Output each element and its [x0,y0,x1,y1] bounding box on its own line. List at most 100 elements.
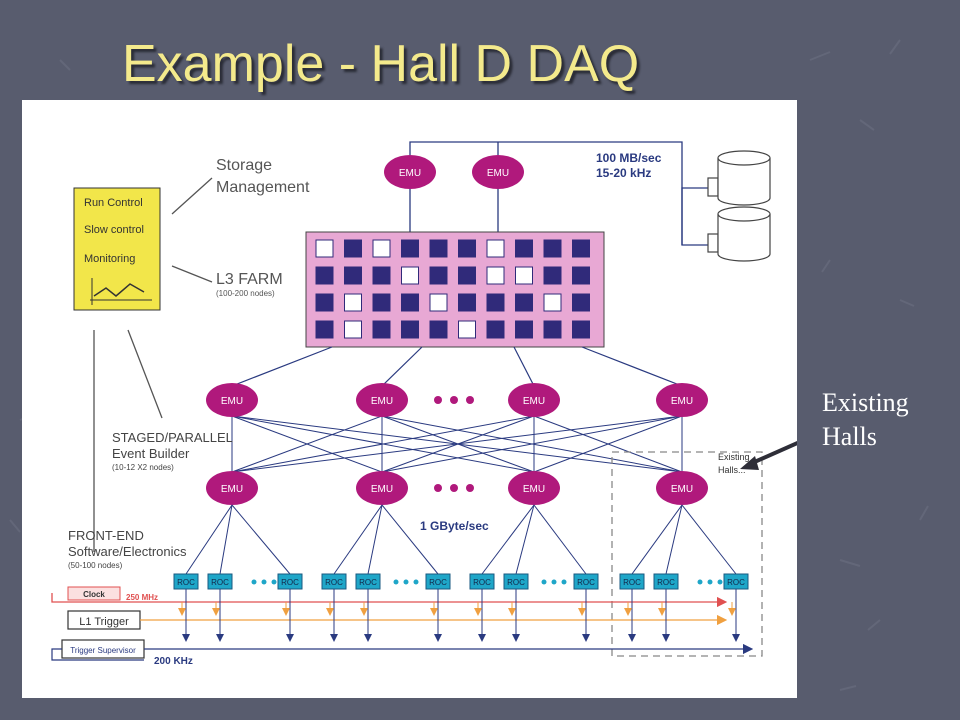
roc-box: ROC [277,573,303,590]
svg-text:ROC: ROC [473,578,491,587]
eb-emu-upper-1: EMU [206,383,258,417]
top-emu-1: EMU [384,155,436,189]
trigger-supervisor-box: Trigger Supervisor [61,639,145,659]
farm-node [515,320,533,339]
roc-box: ROC [207,573,233,590]
fe-nodes: (50-100 nodes) [68,561,123,570]
farm-node [344,320,362,339]
farm-node [458,320,476,339]
eb-label-1: STAGED/PARALLEL [112,430,233,445]
svg-text:EMU: EMU [399,168,421,179]
roc-box: ROC [425,573,451,590]
roc-box: ROC [653,573,679,590]
clock-rate: 250 MHz [126,593,158,602]
roc-box: ROC [723,573,749,590]
farm-node [344,239,362,258]
monitoring-chart-icon [90,278,152,305]
eb-nodes: (10-12 X2 nodes) [112,463,174,472]
fe-label-1: FRONT-END [68,528,144,543]
l3-farm-nodes: (100-200 nodes) [216,289,275,298]
roc-fanout [185,504,737,575]
svg-text:ROC: ROC [577,578,595,587]
farm-links [231,346,683,387]
control-panel: Run Control Slow control Monitoring [73,187,161,311]
farm-node [401,293,419,312]
farm-node [344,293,362,312]
management-label: Management [216,179,310,196]
trigger-rate: 200 KHz [154,656,193,667]
farm-node [429,239,448,258]
roc-row: ROC ROC ROC ROC ROC ROC ROC ROC ROC ROC ROC ROC [173,573,749,590]
roc-box: ROC [321,573,347,590]
svg-text:ROC: ROC [623,578,641,587]
svg-text:EMU: EMU [523,484,545,495]
farm-node [315,320,334,339]
farm-node [543,239,562,258]
l1-trigger-box: L1 Trigger [67,610,141,630]
svg-text:Trigger Supervisor: Trigger Supervisor [70,646,136,655]
svg-text:EMU: EMU [371,484,393,495]
farm-node [372,266,391,285]
svg-text:Clock: Clock [83,590,105,599]
farm-node [344,266,362,285]
svg-text:ROC: ROC [727,578,745,587]
l3-farm-label: L3 FARM [216,271,283,288]
farm-node [315,266,334,285]
roc-box: ROC [173,573,199,590]
farm-node [486,266,505,285]
existing-halls-label-2: Halls... [718,465,746,475]
farm-node [572,293,590,312]
farm-node [543,320,562,339]
clock-box: Clock [67,586,121,601]
run-control-label: Run Control [84,197,143,209]
eb-label-2: Event Builder [112,446,190,461]
svg-text:EMU: EMU [221,396,243,407]
svg-text:ROC: ROC [325,578,343,587]
svg-text:ROC: ROC [507,578,525,587]
farm-node [486,293,505,312]
svg-text:EMU: EMU [487,168,509,179]
eb-emu-lower-3: EMU [508,471,560,505]
farm-node [372,320,391,339]
farm-node [486,320,505,339]
existing-halls-box [611,451,763,657]
roc-box: ROC [355,573,381,590]
farm-node [572,239,590,258]
rate-label-1: 100 MB/sec [596,151,662,165]
disk-icon [707,150,771,262]
farm-node [458,293,476,312]
top-emu-2: EMU [472,155,524,189]
svg-text:ROC: ROC [359,578,377,587]
farm-node [429,266,448,285]
svg-text:ROC: ROC [177,578,195,587]
svg-text:ROC: ROC [429,578,447,587]
ellipsis-upper [434,396,474,404]
svg-text:EMU: EMU [523,396,545,407]
fe-label-2: Software/Electronics [68,544,187,559]
farm-node [315,239,334,258]
farm-node [572,320,590,339]
farm-node [543,293,562,312]
roc-box: ROC [573,573,599,590]
eb-emu-lower-4: EMU [656,471,708,505]
existing-halls-label-1: Existing [718,452,750,462]
farm-node [315,293,334,312]
svg-text:ROC: ROC [657,578,675,587]
svg-text:L1 Trigger: L1 Trigger [79,616,129,628]
svg-text:EMU: EMU [671,396,693,407]
farm-node [429,293,448,312]
roc-box: ROC [503,573,529,590]
gbyte-label: 1 GByte/sec [420,519,489,533]
roc-verticals [178,589,740,642]
eb-emu-lower-2: EMU [356,471,408,505]
slow-control-label: Slow control [84,224,144,236]
eb-emu-upper-4: EMU [656,383,708,417]
storage-links [409,141,730,246]
farm-node [401,266,419,285]
monitoring-label: Monitoring [84,253,135,265]
farm-node [515,266,533,285]
farm-node [401,320,419,339]
svg-text:ROC: ROC [211,578,229,587]
farm-node [458,239,476,258]
